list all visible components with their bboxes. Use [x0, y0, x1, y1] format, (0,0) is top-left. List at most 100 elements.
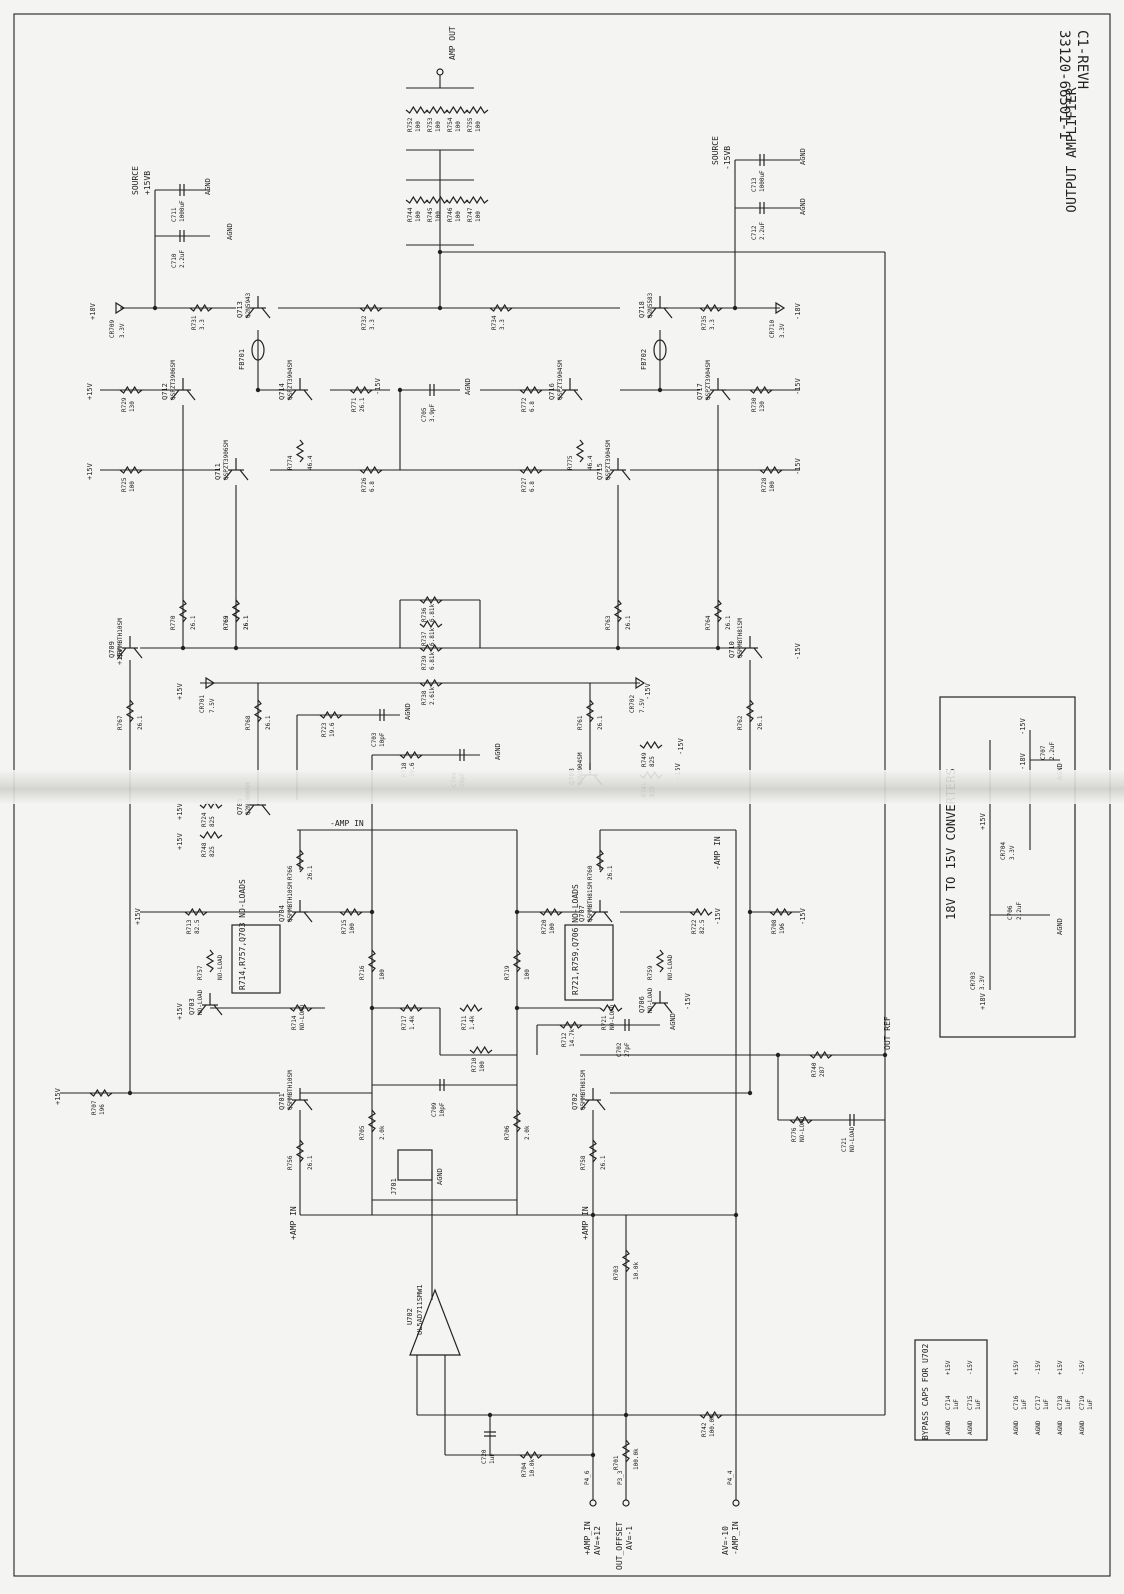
resistor-value-r772: 6.8: [529, 401, 536, 412]
capacitor-c704: [459, 749, 465, 761]
junction-dot: [615, 645, 621, 651]
resistor-r726: [359, 465, 383, 475]
converter-ref-c706: C706: [1007, 905, 1014, 920]
rail-label-p15v-3: +15V: [176, 682, 184, 700]
resistor-value-r717: 1.4k: [409, 1015, 416, 1030]
resistor-ref-r749: R749: [641, 752, 648, 767]
resistor-r744: [405, 195, 429, 205]
transistor-q713: [245, 296, 271, 319]
resistor-value-r734: 3.3: [499, 319, 506, 330]
resistor-ref-r705: R705: [359, 1125, 366, 1140]
resistor-ref-r711: R711: [461, 1015, 468, 1030]
converter-value-c706: 2.2uF: [1016, 902, 1023, 920]
rail-label-m15v-9: -15V: [374, 377, 382, 395]
resistor-ref-r740: R740: [811, 1062, 818, 1077]
transistor-q718: [647, 296, 673, 319]
converter-value-cr703: 3.3V: [979, 975, 986, 990]
resistor-value-r731: 3.3: [199, 319, 206, 330]
junction-dot: [397, 387, 403, 393]
resistor-value-r726: 6.8: [369, 481, 376, 492]
converter-ref-cr703: CR703: [970, 972, 977, 990]
capacitor-c712: [759, 202, 765, 214]
resistor-ref-r717: R717: [401, 1015, 408, 1030]
resistor-ref-r735: R735: [701, 315, 708, 330]
rail-label-p18v-19: +18V: [89, 302, 97, 320]
rail-label-m15v-17: -15V: [684, 992, 692, 1010]
converter-ref-c707: C707: [1040, 745, 1047, 760]
transistor-q704: [287, 900, 313, 923]
note-1: R714,R757,Q703 NO-LOADS: [238, 879, 247, 990]
diode-ref-cr702: CR702: [629, 695, 636, 713]
bypass-extra-rail-c719: -15V: [1079, 1360, 1086, 1375]
connector-pin-0: P4_6: [584, 1470, 591, 1485]
transistor-ref-q709: Q709: [108, 641, 116, 658]
resistor-r759: [655, 949, 665, 973]
resistor-value-r742: 100.0k: [709, 1415, 716, 1437]
rail-label-agnd-21: AGND: [464, 378, 472, 395]
converter-value-c707: 2.2uF: [1049, 742, 1056, 760]
resistor-value-r721: NO-LOAD: [609, 1004, 616, 1030]
resistor-r734: [489, 303, 513, 313]
junction-dot: [882, 1052, 888, 1058]
resistor-r710: [469, 1045, 493, 1055]
net-out-ref: OUT REF: [883, 1016, 892, 1050]
resistor-r732: [359, 303, 383, 313]
resistor-r742: [699, 1410, 723, 1420]
transistor-ref-q705: Q705: [236, 798, 244, 815]
resistor-r718: [399, 750, 423, 760]
resistor-r720: [539, 907, 563, 917]
resistor-r760: [595, 849, 605, 873]
resistor-ref-r724: R724: [201, 812, 208, 827]
net-m15vb: -15VB: [723, 146, 732, 170]
resistor-value-r756: 26.1: [307, 1155, 314, 1170]
conn-3-line1: AV=-10: [721, 1526, 730, 1555]
transistor-part-q706: NO-LOAD: [647, 987, 654, 1013]
resistor-ref-r708: R708: [771, 919, 778, 934]
resistor-ref-r722: R722: [691, 919, 698, 934]
resistor-value-r716: 100: [379, 969, 386, 980]
resistor-ref-r713: R713: [186, 919, 193, 934]
resistor-r752: [405, 105, 429, 115]
resistor-value-r737: 6.81k: [429, 628, 436, 646]
resistor-r749: [639, 740, 663, 750]
resistor-ref-r739: R739: [421, 655, 428, 670]
diode-cr701: [205, 676, 216, 690]
bypass-extra-agnd-3: AGND: [1079, 1420, 1086, 1435]
junction-dot: [747, 1090, 753, 1096]
transistor-q706: [647, 991, 673, 1014]
diode-value-cr701: 7.5V: [209, 698, 216, 713]
resistor-value-r712: 14.7k: [569, 1029, 576, 1047]
capacitor-value-c713: 1000uF: [759, 170, 766, 192]
resistor-r723: [319, 710, 343, 720]
resistor-r761: [585, 699, 595, 723]
resistor-ref-r737: R737: [421, 631, 428, 646]
resistor-ref-r746: R746: [447, 207, 454, 222]
bypass-extra-ref-c716: C716: [1013, 1395, 1020, 1410]
resistor-ref-r712: R712: [561, 1032, 568, 1047]
net-plus-amp-in-2: +AMP IN: [581, 1206, 590, 1240]
resistor-value-r746: 100: [455, 211, 462, 222]
resistor-value-r749: 825: [649, 756, 656, 767]
diode-cr709: [115, 301, 126, 315]
transistor-part-q701: Q5MMBTH10SM: [287, 1070, 294, 1110]
transistor-ref-q704: Q704: [278, 905, 286, 922]
junction-dot: [180, 645, 186, 651]
resistor-ref-r710: R710: [471, 1057, 478, 1072]
net-amp-out: AMP OUT: [448, 26, 457, 60]
transistor-ref-q713: Q713: [236, 301, 244, 318]
junction-dot: [437, 305, 443, 311]
transistor-part-q712: QSPZT3906SM: [170, 360, 177, 400]
capacitor-ref-c709: C709: [431, 1102, 438, 1117]
transistor-q715: [605, 458, 631, 481]
junction-dot: [369, 909, 375, 915]
transistor-q712: [170, 378, 196, 401]
revision: C1-REVH: [1074, 30, 1090, 89]
resistor-value-r757: NO-LOAD: [217, 954, 224, 980]
resistor-r768: [253, 699, 263, 723]
capacitor-value-c709: 10pF: [439, 1102, 446, 1117]
resistor-ref-r769: R769: [223, 615, 230, 630]
resistor-value-r775: 46.4: [587, 455, 594, 470]
bypass-ref-c714: C714: [945, 1395, 952, 1410]
connector-pin-1: P3_3: [617, 1470, 624, 1485]
